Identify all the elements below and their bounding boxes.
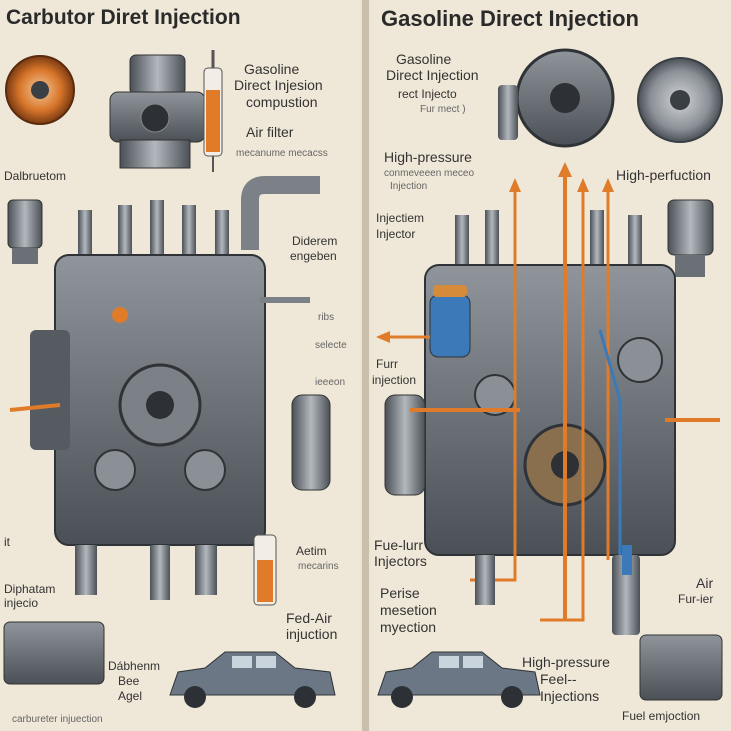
- right-air-cleaner-cylinder: [667, 199, 714, 277]
- right-mini-engine: [639, 634, 723, 701]
- right-flywheel: [384, 394, 426, 496]
- right-label-high-perfuction: High-perfuction: [616, 167, 711, 183]
- right-label-hp-fuel: High-pressure: [522, 654, 610, 670]
- left-injector-rail: [3, 621, 105, 685]
- left-label-diaphragm-injector-2: injecio: [4, 596, 39, 610]
- left-spark-plugs: [78, 200, 229, 260]
- right-label-myection: myection: [380, 619, 437, 635]
- left-label-combustion: compustion: [246, 94, 318, 110]
- right-label-fuel-injectors: Fue-lurr: [374, 537, 424, 553]
- right-label-gasoline: Gasoline: [396, 51, 452, 67]
- left-label-small-b: selecte: [315, 340, 347, 351]
- right-label-perise: Perise: [380, 585, 420, 601]
- right-air-filter-fan: [637, 57, 723, 143]
- left-label-aetim: Aetim: [296, 544, 327, 558]
- left-label-small-c: ieeeon: [315, 377, 346, 388]
- left-label-small-a: ribs: [318, 312, 335, 323]
- right-label-direct-injection: Direct Injection: [386, 67, 479, 83]
- left-exhaust-pipe: [241, 176, 320, 250]
- right-label-mesetion: mesetion: [380, 602, 437, 618]
- left-label-aetim-sub: mecarins: [298, 561, 339, 572]
- left-label-air-filter-sub: mecanume mecacss: [236, 148, 328, 159]
- left-label-agel: Agel: [118, 689, 143, 703]
- right-label-rect-injecto: rect Injecto: [398, 87, 457, 101]
- left-carburetor-body: [109, 54, 206, 169]
- right-throttle-body: [498, 48, 615, 148]
- left-label-diaphragm: Diderem: [292, 234, 338, 248]
- left-label-engine: engeben: [290, 249, 337, 263]
- right-spark-plugs: [455, 210, 642, 265]
- left-label-feed-air-injection: injuction: [286, 626, 338, 642]
- right-lower-injectors: [475, 545, 640, 635]
- left-label-small-d: it: [4, 535, 10, 549]
- right-label-high-pressure-sub: conmeveeen meceo: [384, 168, 475, 179]
- left-label-bottom: carbureter injuection: [12, 714, 103, 725]
- left-engine-block: [9, 254, 310, 546]
- left-label-carburetor: Dalbruetom: [4, 169, 67, 183]
- left-air-cleaner-cylinder: [7, 199, 43, 264]
- left-label-air-filter: Air filter: [246, 124, 294, 140]
- right-label-fuel-injectors-2: Injectors: [374, 553, 427, 569]
- right-label-fuel-emjection: Fuel emjoction: [622, 709, 701, 723]
- left-label-gasoline: Gasoline: [244, 61, 300, 77]
- right-label-high-pressure-injection: Injection: [390, 181, 428, 192]
- right-label-fuel: Furr: [376, 357, 398, 371]
- left-fuel-syringe: [203, 50, 223, 172]
- left-label-dabhenm: Dábhenm: [108, 659, 161, 673]
- panel-divider: [362, 0, 369, 731]
- right-label-air-sub: Fur-ier: [678, 592, 714, 606]
- left-title: Carbutor Diret Injection: [6, 6, 241, 29]
- left-label-diaphragm-injector: Diphatam: [4, 582, 56, 596]
- left-label-direct-injection: Direct Injesion: [234, 77, 323, 93]
- right-label-fur-mect: Fur mect ): [420, 104, 466, 115]
- right-label-fuel-injection: injection: [372, 373, 417, 387]
- left-label-bee: Bee: [118, 674, 140, 688]
- right-label-injection: Injectiem: [376, 211, 425, 225]
- right-car: [377, 651, 541, 708]
- left-lower-injectors: [75, 534, 277, 606]
- right-label-hp-fuel-2: Feel--: [540, 671, 577, 687]
- left-air-filter-fan: [5, 55, 75, 125]
- right-label-injector: Injector: [376, 227, 416, 241]
- right-label-air: Air: [696, 575, 714, 591]
- right-fuel-canister: [429, 285, 471, 358]
- left-car: [169, 651, 336, 708]
- right-label-high-pressure: High-pressure: [384, 149, 472, 165]
- right-label-hp-fuel-3: Injections: [540, 688, 600, 704]
- right-title: Gasoline Direct Injection: [381, 6, 639, 31]
- left-flywheel: [291, 394, 331, 491]
- left-label-feed-air: Fed-Air: [286, 610, 332, 626]
